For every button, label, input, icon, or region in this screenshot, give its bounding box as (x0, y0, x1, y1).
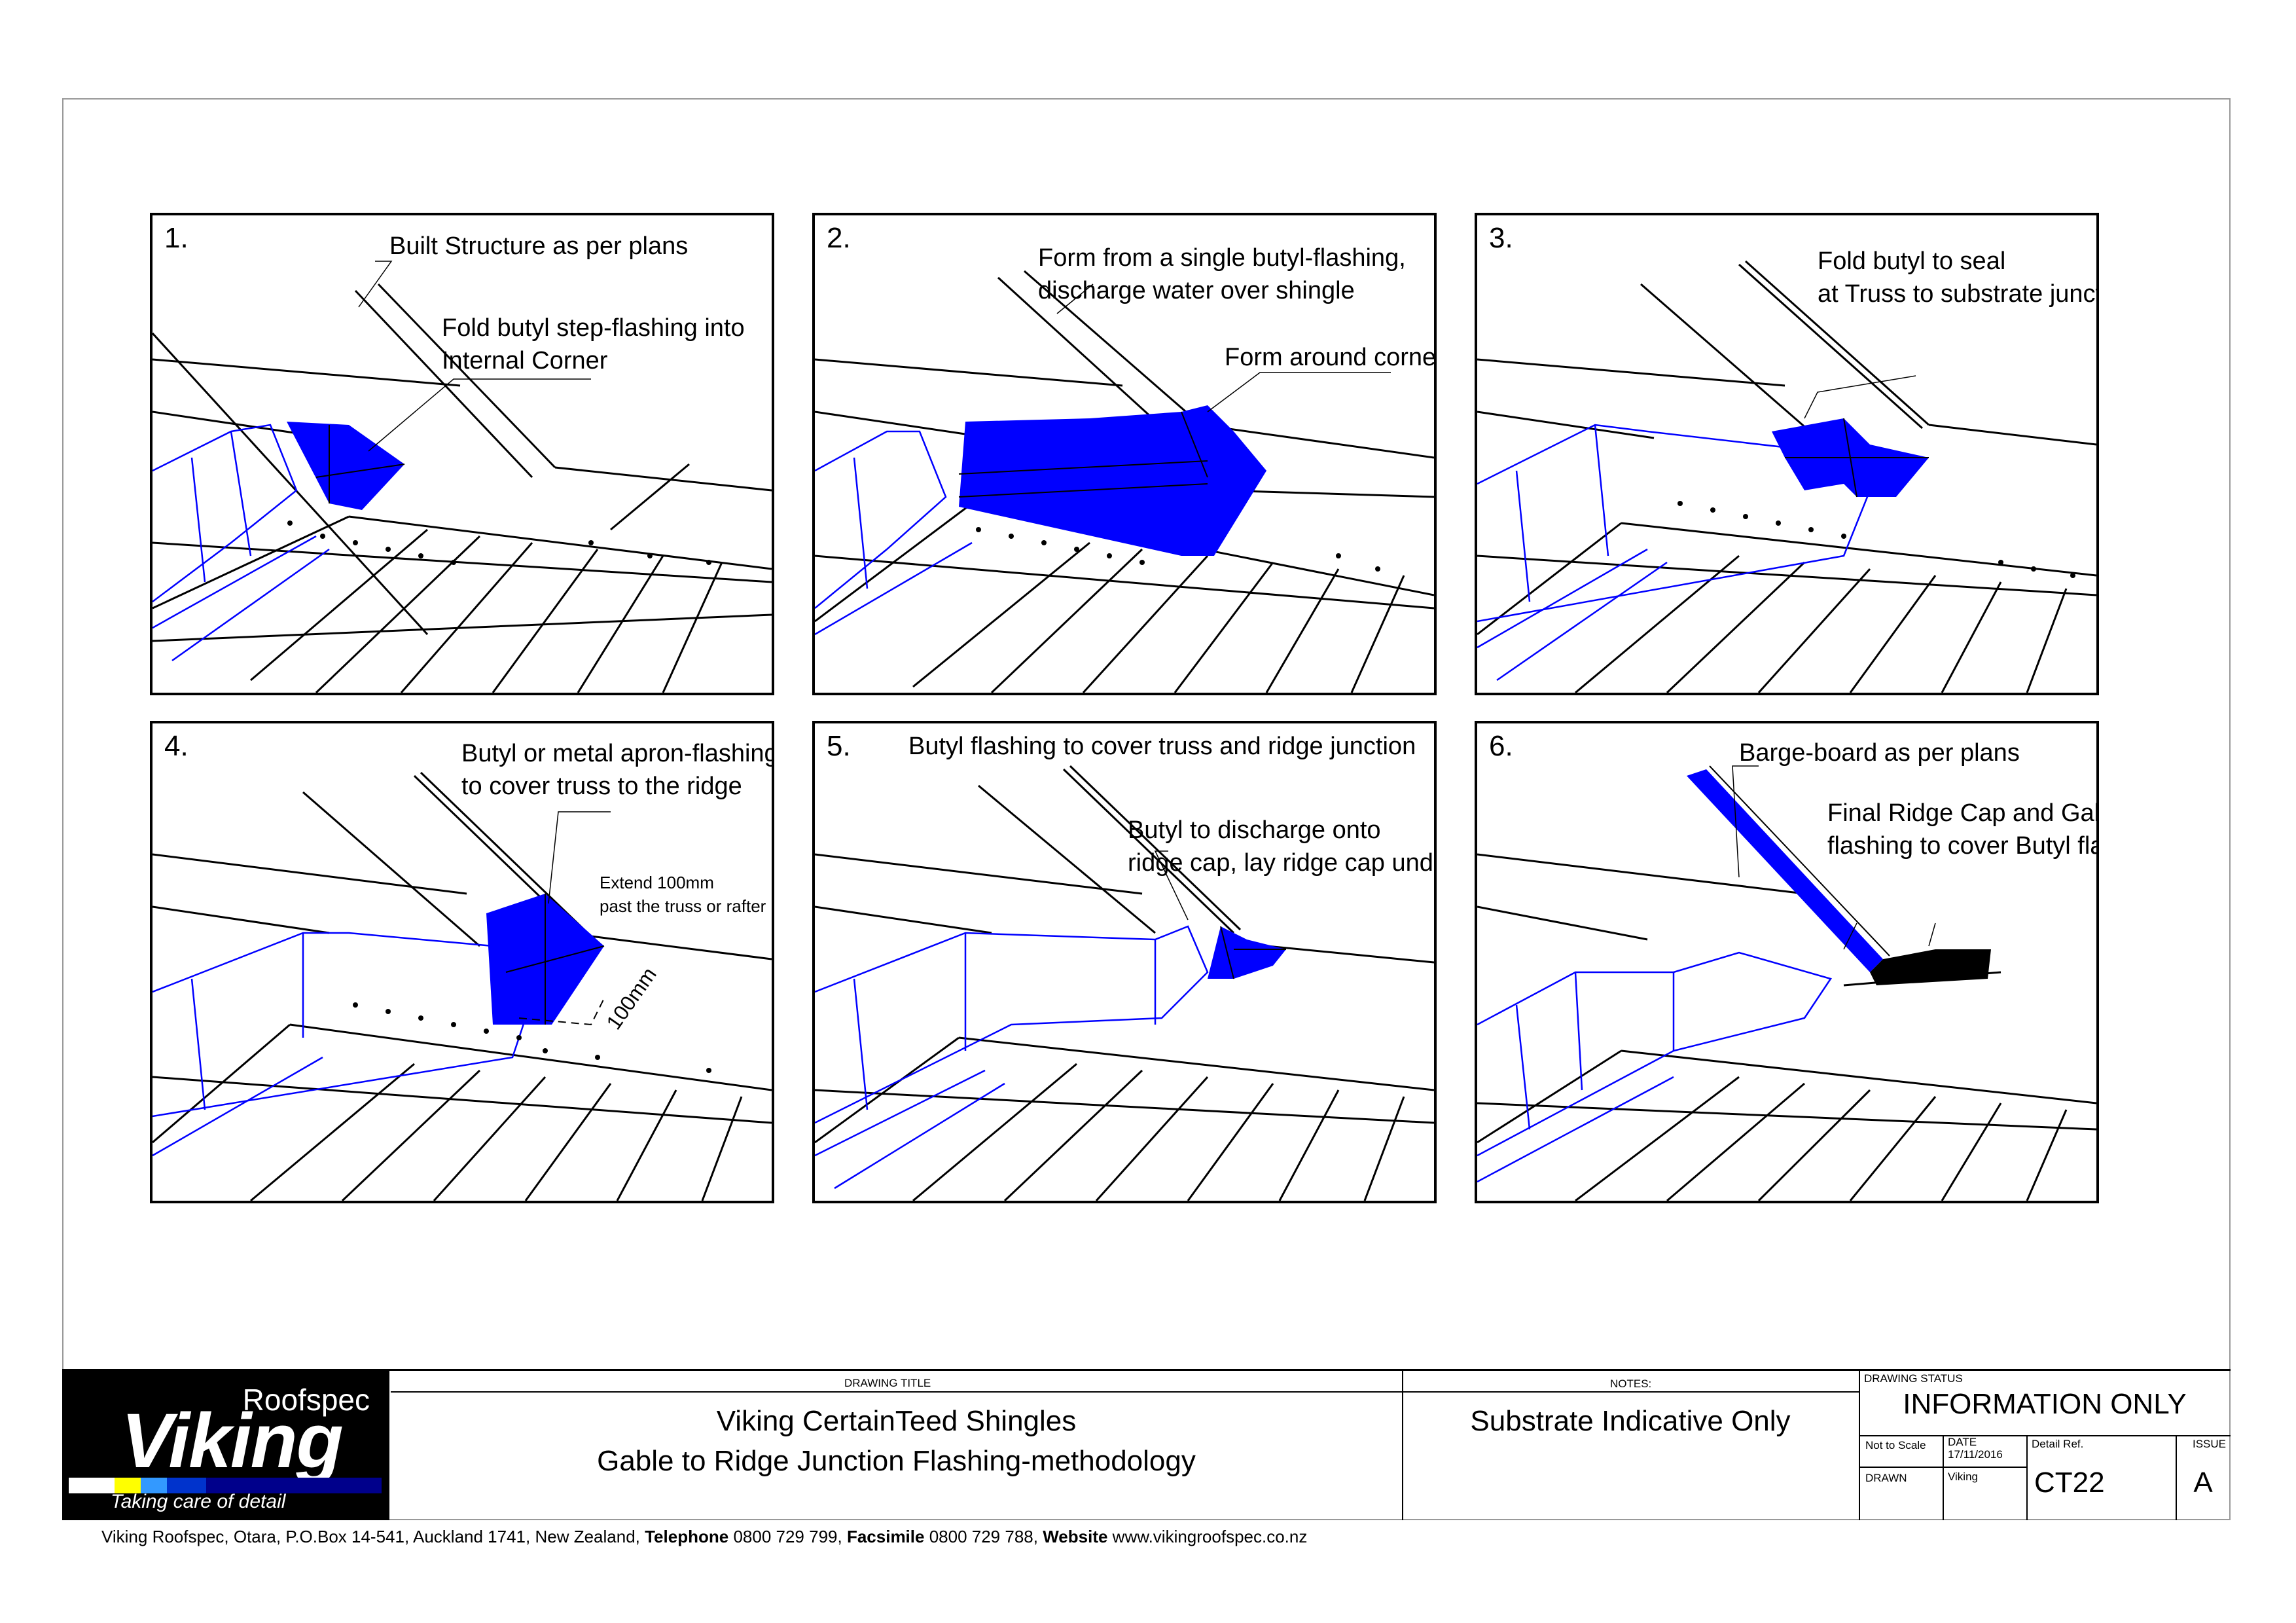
divider (2176, 1435, 2177, 1520)
annotation-line: at Truss to substrate junction (1818, 280, 2096, 308)
divider (1943, 1435, 1944, 1520)
date-value: 17/11/2016 (1948, 1448, 2003, 1461)
panel-1-number: 1. (164, 222, 188, 254)
panel-1: 1. Built Structure as per plans Fold but… (150, 213, 774, 695)
annotation-line: Butyl or metal apron-flashing (461, 740, 774, 767)
drawing-title-label: DRAWING TITLE (844, 1377, 931, 1389)
footer-contact: Viking Roofspec, Otara, P.O.Box 14-541, … (101, 1527, 1307, 1547)
panel-5-annotation-cover: Butyl flashing to cover truss and ridge … (908, 730, 1416, 763)
panel-4-annotation-extend: Extend 100mm past the truss or rafter (600, 871, 766, 918)
issue-value: A (2193, 1467, 2213, 1499)
drawing-status: INFORMATION ONLY (1903, 1388, 2187, 1420)
panel-3-drawing (1477, 260, 2096, 693)
panel-4: 100mm 4. Butyl or metal apron-flashing t… (150, 721, 774, 1203)
panel-4-dimension: 100mm (601, 963, 661, 1034)
annotation-line: Built Structure as per plans (389, 232, 689, 260)
annotation-line: Form from a single butyl-flashing, (1038, 244, 1406, 272)
panel-5-drawing (815, 765, 1434, 1201)
annotation-line: Internal Corner (442, 347, 608, 374)
panel-2-annotation-form: Form from a single butyl-flashing, disch… (1038, 242, 1406, 307)
annotation-line: Butyl to discharge onto (1128, 816, 1381, 844)
panel-5-number: 5. (827, 730, 851, 762)
scale-label: Not to Scale (1865, 1439, 1926, 1451)
panel-6-annotation-barge: Barge-board as per plans (1739, 737, 2020, 769)
panel-2-number: 2. (827, 222, 851, 254)
footer-address: Viking Roofspec, Otara, P.O.Box 14-541, … (101, 1527, 640, 1546)
title-block (62, 1369, 2231, 1520)
detail-ref-value: CT22 (2034, 1467, 2105, 1499)
annotation-line: Fold butyl to seal (1818, 247, 2006, 275)
panel-5-annotation-discharge: Butyl to discharge onto ridge cap, lay r… (1128, 814, 1437, 879)
annotation-line: flashing to cover Butyl flashing (1827, 832, 2096, 860)
annotation-line: to cover truss to the ridge (461, 773, 742, 800)
notes-text: Substrate Indicative Only (1470, 1405, 1791, 1437)
annotation-line: Butyl flashing to cover truss and ridge … (908, 733, 1416, 760)
logo-roofspec-text: Roofspec (242, 1383, 370, 1417)
drawing-status-label: DRAWING STATUS (1864, 1372, 1963, 1385)
panel-2: 2. Form from a single butyl-flashing, di… (812, 213, 1437, 695)
viking-logo: Roofspec Viking Taking care of detail (62, 1370, 389, 1520)
drawing-title-line-2: Gable to Ridge Junction Flashing-methodo… (597, 1445, 1196, 1477)
panel-2-annotation-corner: Form around corner (1225, 341, 1437, 374)
footer-fax-label: Facsimile (846, 1527, 925, 1546)
annotation-line: ridge cap, lay ridge cap under (1128, 849, 1437, 877)
logo-viking-text: Viking (121, 1398, 344, 1484)
divider (2026, 1435, 2028, 1520)
annotation-line: past the truss or rafter (600, 896, 766, 916)
annotation-line: Final Ridge Cap and Gable (1827, 799, 2099, 827)
panel-2-drawing (815, 270, 1434, 693)
annotation-line: Fold butyl step-flashing into (442, 314, 745, 342)
panel-1-annotation-fold: Fold butyl step-flashing into Internal C… (442, 312, 745, 377)
panel-3-annotation-fold: Fold butyl to seal at Truss to substrate… (1818, 245, 2096, 310)
panel-6-number: 6. (1489, 730, 1513, 762)
divider (1859, 1435, 2231, 1436)
divider (1859, 1370, 1860, 1520)
panel-3: 3. Fold butyl to seal at Truss to substr… (1475, 213, 2099, 695)
panel-4-drawing: 100mm (152, 771, 772, 1201)
panel-3-number: 3. (1489, 222, 1513, 254)
panel-4-annotation-apron: Butyl or metal apron-flashing to cover t… (461, 737, 774, 803)
panel-4-number: 4. (164, 730, 188, 762)
drawn-value: Viking (1948, 1470, 1978, 1483)
annotation-line: discharge water over shingle (1038, 277, 1355, 304)
drawing-title-line-1: Viking CertainTeed Shingles (716, 1405, 1077, 1437)
panel-6-drawing (1477, 765, 2096, 1201)
annotation-line: Barge-board as per plans (1739, 739, 2020, 767)
detail-ref-label: Detail Ref. (2032, 1438, 2084, 1450)
footer-tel-label: Telephone (645, 1527, 729, 1546)
panel-1-annotation-structure: Built Structure as per plans (389, 230, 688, 263)
footer-fax: 0800 729 788, (929, 1527, 1038, 1546)
footer-tel: 0800 729 799, (733, 1527, 842, 1546)
footer-web-label: Website (1043, 1527, 1108, 1546)
panel-6: 6. Barge-board as per plans Final Ridge … (1475, 721, 2099, 1203)
date-label: DATE (1948, 1436, 1977, 1448)
sheet-border (62, 98, 2231, 1520)
annotation-line: Extend 100mm (600, 873, 714, 892)
panel-5: 5. Butyl flashing to cover truss and rid… (812, 721, 1437, 1203)
logo-tagline: Taking care of detail (111, 1491, 286, 1512)
divider (391, 1391, 1859, 1393)
annotation-line: Form around corner (1225, 344, 1437, 371)
divider (1402, 1370, 1403, 1520)
drawn-label: DRAWN (1865, 1472, 1907, 1484)
panel-1-drawing (152, 261, 772, 693)
issue-label: ISSUE (2193, 1438, 2227, 1450)
footer-web: www.vikingroofspec.co.nz (1112, 1527, 1308, 1546)
notes-label: NOTES: (1610, 1377, 1652, 1390)
panel-6-annotation-ridge-cap: Final Ridge Cap and Gable flashing to co… (1827, 797, 2099, 862)
logo-colour-strip (69, 1478, 382, 1493)
